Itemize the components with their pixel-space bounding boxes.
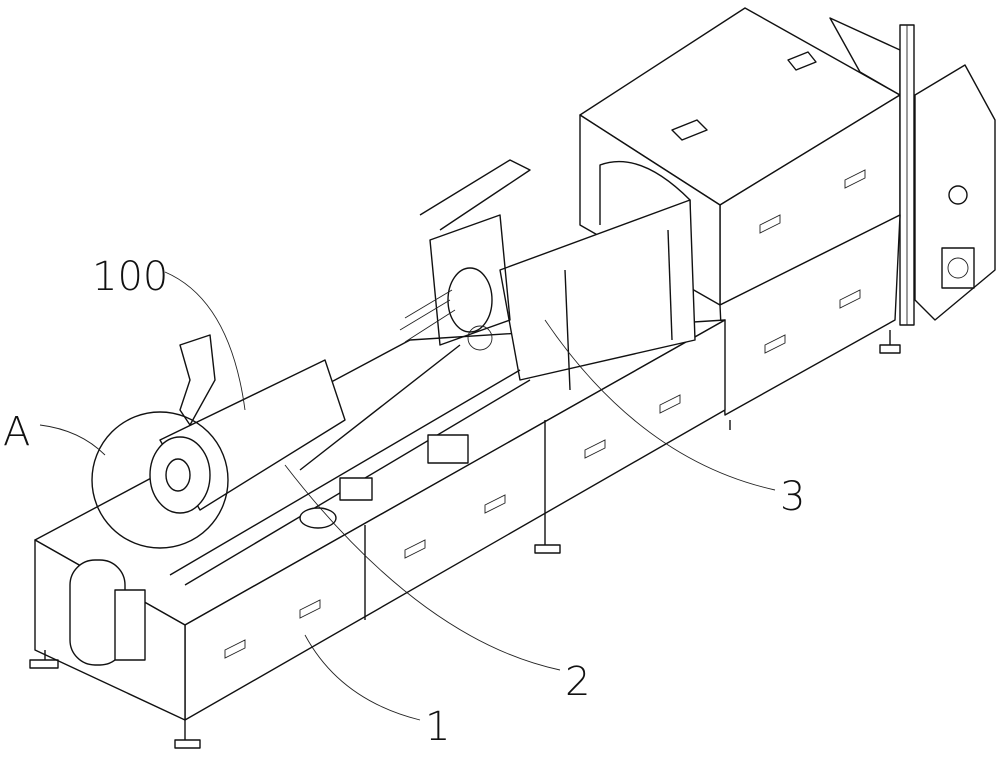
forming-hood: [419, 159, 696, 391]
label-1: 1: [425, 704, 450, 750]
leader-100: [164, 271, 246, 411]
leader-3: [544, 319, 776, 491]
leader-lines: [39, 271, 776, 721]
label-3: 3: [780, 474, 805, 520]
lower-cabinet: [719, 214, 901, 430]
detail-circle-a: [91, 411, 229, 549]
workpiece-cylinder: [149, 334, 346, 514]
label-2: 2: [565, 659, 590, 705]
label-a: A: [3, 409, 30, 455]
leader-a: [39, 424, 106, 456]
leader-1: [304, 634, 421, 721]
drive-unit: [69, 434, 469, 666]
label-100: 100: [92, 254, 168, 300]
base-table: [29, 319, 726, 749]
die-head: [399, 267, 493, 351]
leader-2: [284, 464, 561, 671]
vertical-column: [899, 24, 915, 326]
